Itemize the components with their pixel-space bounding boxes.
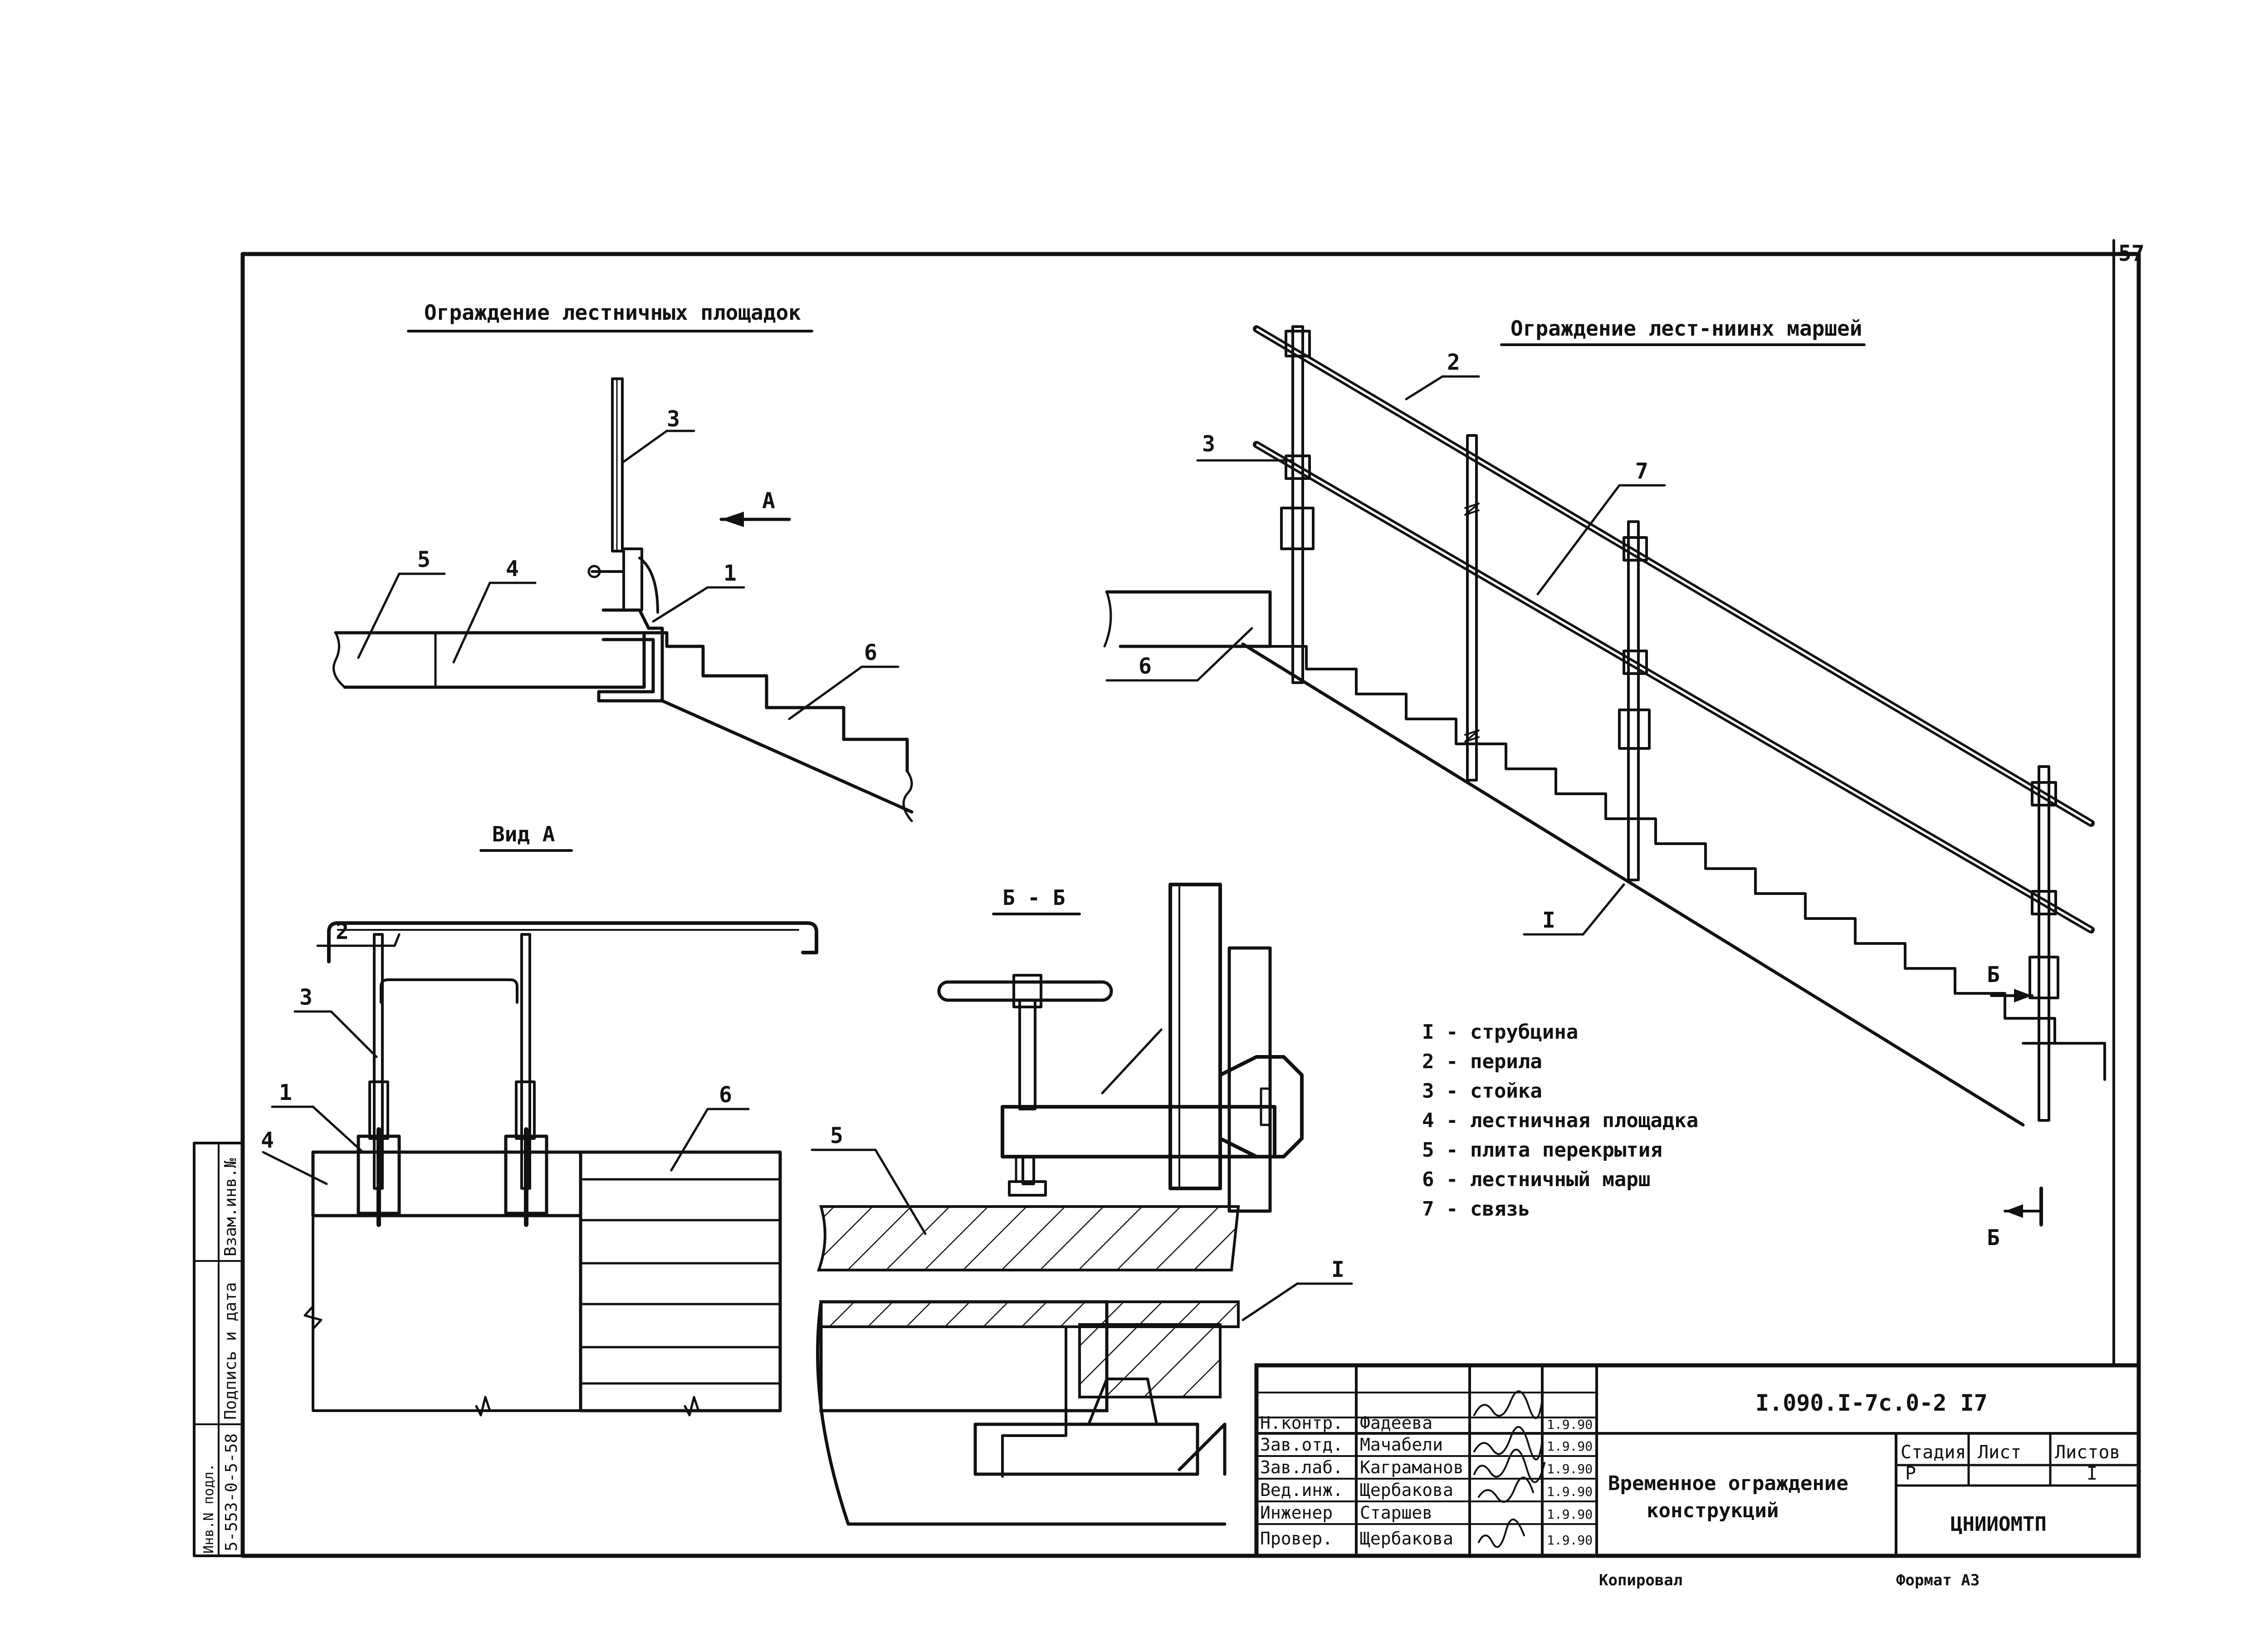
stamp-signature-date: Подпись и дата — [221, 1282, 240, 1420]
callout-6-view-a: 6 — [719, 1082, 732, 1108]
sheet-header: Лист — [1978, 1442, 2021, 1463]
callout-1-landing: 1 — [723, 561, 737, 586]
callout-1-section: I — [1331, 1257, 1344, 1282]
section-mark-bottom: Б — [1987, 1225, 2000, 1251]
legend: I - струбцина 2 - перила 3 - стойка 4 - … — [1422, 1021, 1698, 1221]
legend-item-5: 5 - плита перекрытия — [1422, 1139, 1662, 1162]
row-role: Зав.отд. — [1260, 1435, 1343, 1455]
format-label: Формат А3 — [1896, 1571, 1980, 1589]
callout-3-view-a: 3 — [299, 985, 313, 1010]
sheet-number: 57 — [2118, 241, 2145, 266]
callout-5-landing: 5 — [417, 547, 430, 572]
callout-5-section: 5 — [830, 1123, 843, 1148]
row-name: Мачабели — [1360, 1435, 1443, 1455]
callout-6-flight: 6 — [1139, 654, 1152, 679]
row-date: 1.9.90 — [1547, 1439, 1593, 1454]
callout-3-landing: 3 — [667, 406, 680, 432]
legend-item-4: 4 - лестничная площадка — [1422, 1109, 1698, 1132]
callout-3-flight: 3 — [1202, 431, 1215, 457]
stamp-inv-number: 5-553-0-5-58 — [222, 1433, 241, 1551]
sheets-value: I — [2087, 1463, 2097, 1484]
callout-7-flight: 7 — [1635, 459, 1648, 484]
title-block: I.090.I-7с.0-2 I7 Временное ограждение к… — [1254, 1363, 2141, 1558]
title-line-1: Временное ограждение — [1608, 1472, 1848, 1495]
sheet-frame: 57 — [240, 239, 2145, 1558]
row-date: 1.9.90 — [1547, 1417, 1593, 1432]
stamp-inv-original: Инв.N подл. — [201, 1463, 217, 1554]
heading-landings: Ограждение лестничных площадок — [424, 300, 801, 325]
callout-2-view-a: 2 — [336, 919, 349, 944]
row-role: Провер. — [1260, 1529, 1333, 1549]
row-role: Н.контр. — [1260, 1413, 1343, 1433]
copied-label: Копировал — [1599, 1571, 1682, 1589]
row-date: 1.9.90 — [1547, 1507, 1593, 1522]
landing-railing-detail: А 3 1 4 5 6 — [332, 377, 914, 822]
legend-item-1: I - струбцина — [1422, 1021, 1578, 1044]
row-name: Каграманов — [1360, 1457, 1464, 1477]
side-stamp: Взам.инв.№ Подпись и дата Инв.N подл. 5-… — [193, 1142, 244, 1557]
section-bb-detail: 5 I — [811, 883, 1353, 1526]
callout-6-landing: 6 — [864, 640, 877, 665]
row-date: 1.9.90 — [1547, 1484, 1593, 1499]
callout-4-view-a: 4 — [261, 1128, 274, 1153]
legend-item-6: 6 - лестничный марш — [1422, 1168, 1650, 1191]
heading-flights: Ограждение лест-ниинх маршей — [1510, 316, 1862, 341]
row-role: Зав.лаб. — [1260, 1457, 1343, 1477]
stage-value: Р — [1905, 1463, 1916, 1484]
stage-header: Стадия — [1901, 1442, 1966, 1463]
callout-1-flight: I — [1542, 908, 1555, 933]
title-line-2: конструкций — [1647, 1499, 1779, 1522]
heading-section-bb: Б - Б — [1002, 885, 1065, 910]
section-mark-top: Б — [1987, 962, 2000, 987]
row-name: Старшев — [1360, 1503, 1432, 1523]
signature-scribbles — [1473, 1390, 1545, 1548]
view-arrow-label: А — [762, 488, 775, 513]
flight-railing-detail: Б Б 2 3 7 6 I — [1103, 325, 2106, 1251]
callout-1-view-a: 1 — [279, 1080, 292, 1105]
row-date: 1.9.90 — [1547, 1533, 1593, 1548]
doc-code: I.090.I-7с.0-2 I7 — [1755, 1390, 1988, 1416]
organization: ЦНИИОМТП — [1950, 1513, 2047, 1536]
headings: Ограждение лестничных площадок Ограждени… — [407, 300, 1866, 915]
heading-view-a: Вид А — [492, 822, 555, 846]
callout-4-landing: 4 — [506, 556, 519, 582]
sheets-header: Листов — [2055, 1442, 2121, 1463]
row-name: Фадеева — [1360, 1413, 1432, 1433]
row-role: Инженер — [1260, 1503, 1333, 1523]
callout-2-flight: 2 — [1447, 350, 1460, 375]
row-name: Щербакова — [1360, 1480, 1453, 1500]
row-role: Вед.инж. — [1260, 1480, 1343, 1500]
legend-item-2: 2 - перила — [1422, 1050, 1542, 1073]
view-a-detail: 2 3 1 4 6 — [261, 919, 818, 1417]
footer: Копировал Формат А3 — [1599, 1571, 1980, 1589]
legend-item-7: 7 - связь — [1422, 1197, 1530, 1221]
legend-item-3: 3 - стойка — [1422, 1080, 1542, 1103]
row-name: Щербакова — [1360, 1529, 1453, 1549]
row-date: 1.9.90 — [1547, 1461, 1593, 1476]
stamp-inv-replace: Взам.инв.№ — [221, 1158, 240, 1256]
